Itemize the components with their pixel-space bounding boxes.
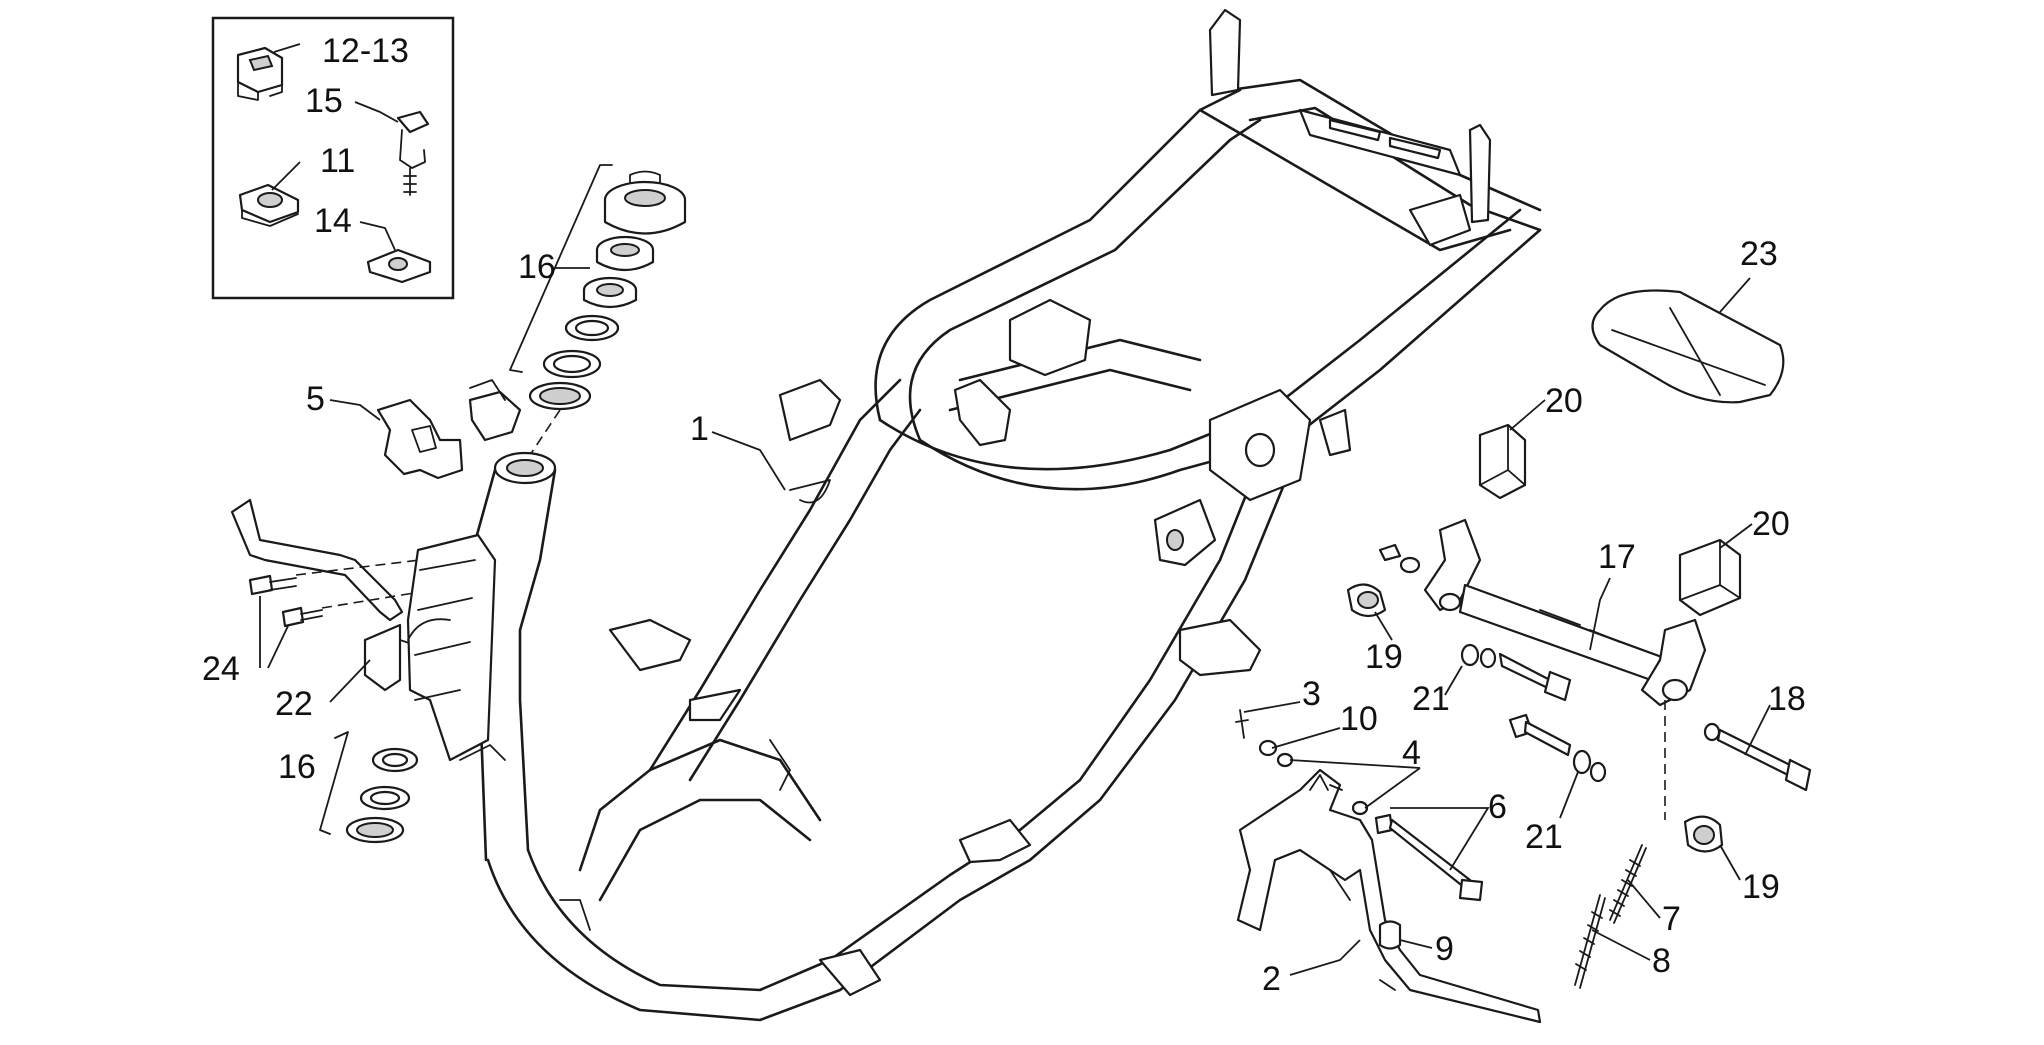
callout-20-top: 20	[1545, 382, 1583, 420]
callout-14: 14	[314, 202, 352, 240]
callout-1: 1	[690, 410, 709, 448]
pad-23-part	[1591, 277, 1785, 404]
bushing-19b-part	[1683, 815, 1724, 853]
callout-18: 18	[1768, 680, 1806, 718]
rubber-20-top-part	[1478, 423, 1527, 500]
callout-12-13: 12-13	[322, 32, 409, 70]
clip-14-part	[366, 248, 432, 284]
spring-7-part	[1609, 844, 1647, 924]
main-frame-part	[486, 8, 1542, 1022]
lower-ring-3	[345, 816, 405, 844]
bearing-ring-2	[542, 349, 602, 379]
callout-5: 5	[306, 380, 325, 418]
clip-15-part	[396, 110, 430, 196]
nut-washer-top-part	[1378, 543, 1421, 574]
callout-21-right: 21	[1525, 818, 1563, 856]
callout-10: 10	[1340, 700, 1378, 738]
bolt-24b-part	[281, 606, 323, 628]
stand-bracket-17-part	[1423, 518, 1707, 707]
front-tunnel-bracket	[406, 533, 506, 762]
rubber-20-right-part	[1678, 538, 1742, 617]
bearing-race-2	[582, 276, 638, 309]
stopper-9-part	[1378, 920, 1402, 950]
callout-16-lower: 16	[278, 748, 316, 786]
callout-20-right: 20	[1752, 505, 1790, 543]
bearing-ring-1	[564, 314, 620, 342]
callout-23: 23	[1740, 235, 1778, 273]
bracket-5-part	[329, 379, 522, 480]
inset-box	[211, 16, 455, 300]
center-stand-2-part	[1236, 768, 1542, 1024]
clip-11-part	[238, 183, 300, 227]
callout-19-right: 19	[1742, 868, 1780, 906]
bearing-race-1	[595, 235, 655, 272]
callout-22: 22	[275, 685, 313, 723]
callout-7: 7	[1662, 900, 1681, 938]
callout-21-left: 21	[1412, 680, 1450, 718]
callout-6: 6	[1488, 788, 1507, 826]
spring-8-part	[1574, 894, 1606, 989]
steering-bearing-set-top	[509, 164, 687, 471]
lower-ring-2	[359, 785, 411, 811]
callout-9: 9	[1435, 930, 1454, 968]
bolt-21b-part	[1508, 713, 1607, 783]
bolt-18-part	[1703, 722, 1812, 792]
callout-16-top: 16	[518, 248, 556, 286]
bearing-ring-3	[528, 381, 592, 411]
callout-4: 4	[1402, 734, 1421, 772]
bolt-21a-part	[1460, 643, 1572, 702]
callout-15: 15	[305, 82, 343, 120]
washer-10-part	[1258, 739, 1278, 757]
clip-12-13-part	[236, 46, 284, 101]
callout-8: 8	[1652, 942, 1671, 980]
steering-bearing-set-lower	[319, 731, 419, 844]
lower-ring-1	[371, 747, 419, 773]
callout-24: 24	[202, 650, 240, 688]
bolt-6-part	[1374, 813, 1484, 902]
bearing-cup-top	[603, 170, 687, 235]
bracket-22-part	[230, 498, 431, 692]
callout-17: 17	[1598, 538, 1636, 576]
pin-3-part	[1235, 709, 1249, 739]
callout-labels: 12-13 15 11 14 16 16 5 1 24 22 23 20 20 …	[202, 32, 1806, 998]
bolt-24a-part	[248, 574, 297, 596]
callout-3: 3	[1302, 675, 1321, 713]
callout-19-left: 19	[1365, 638, 1403, 676]
callout-11: 11	[320, 142, 355, 180]
bushing-19a-part	[1346, 583, 1387, 618]
callout-2: 2	[1262, 960, 1281, 998]
